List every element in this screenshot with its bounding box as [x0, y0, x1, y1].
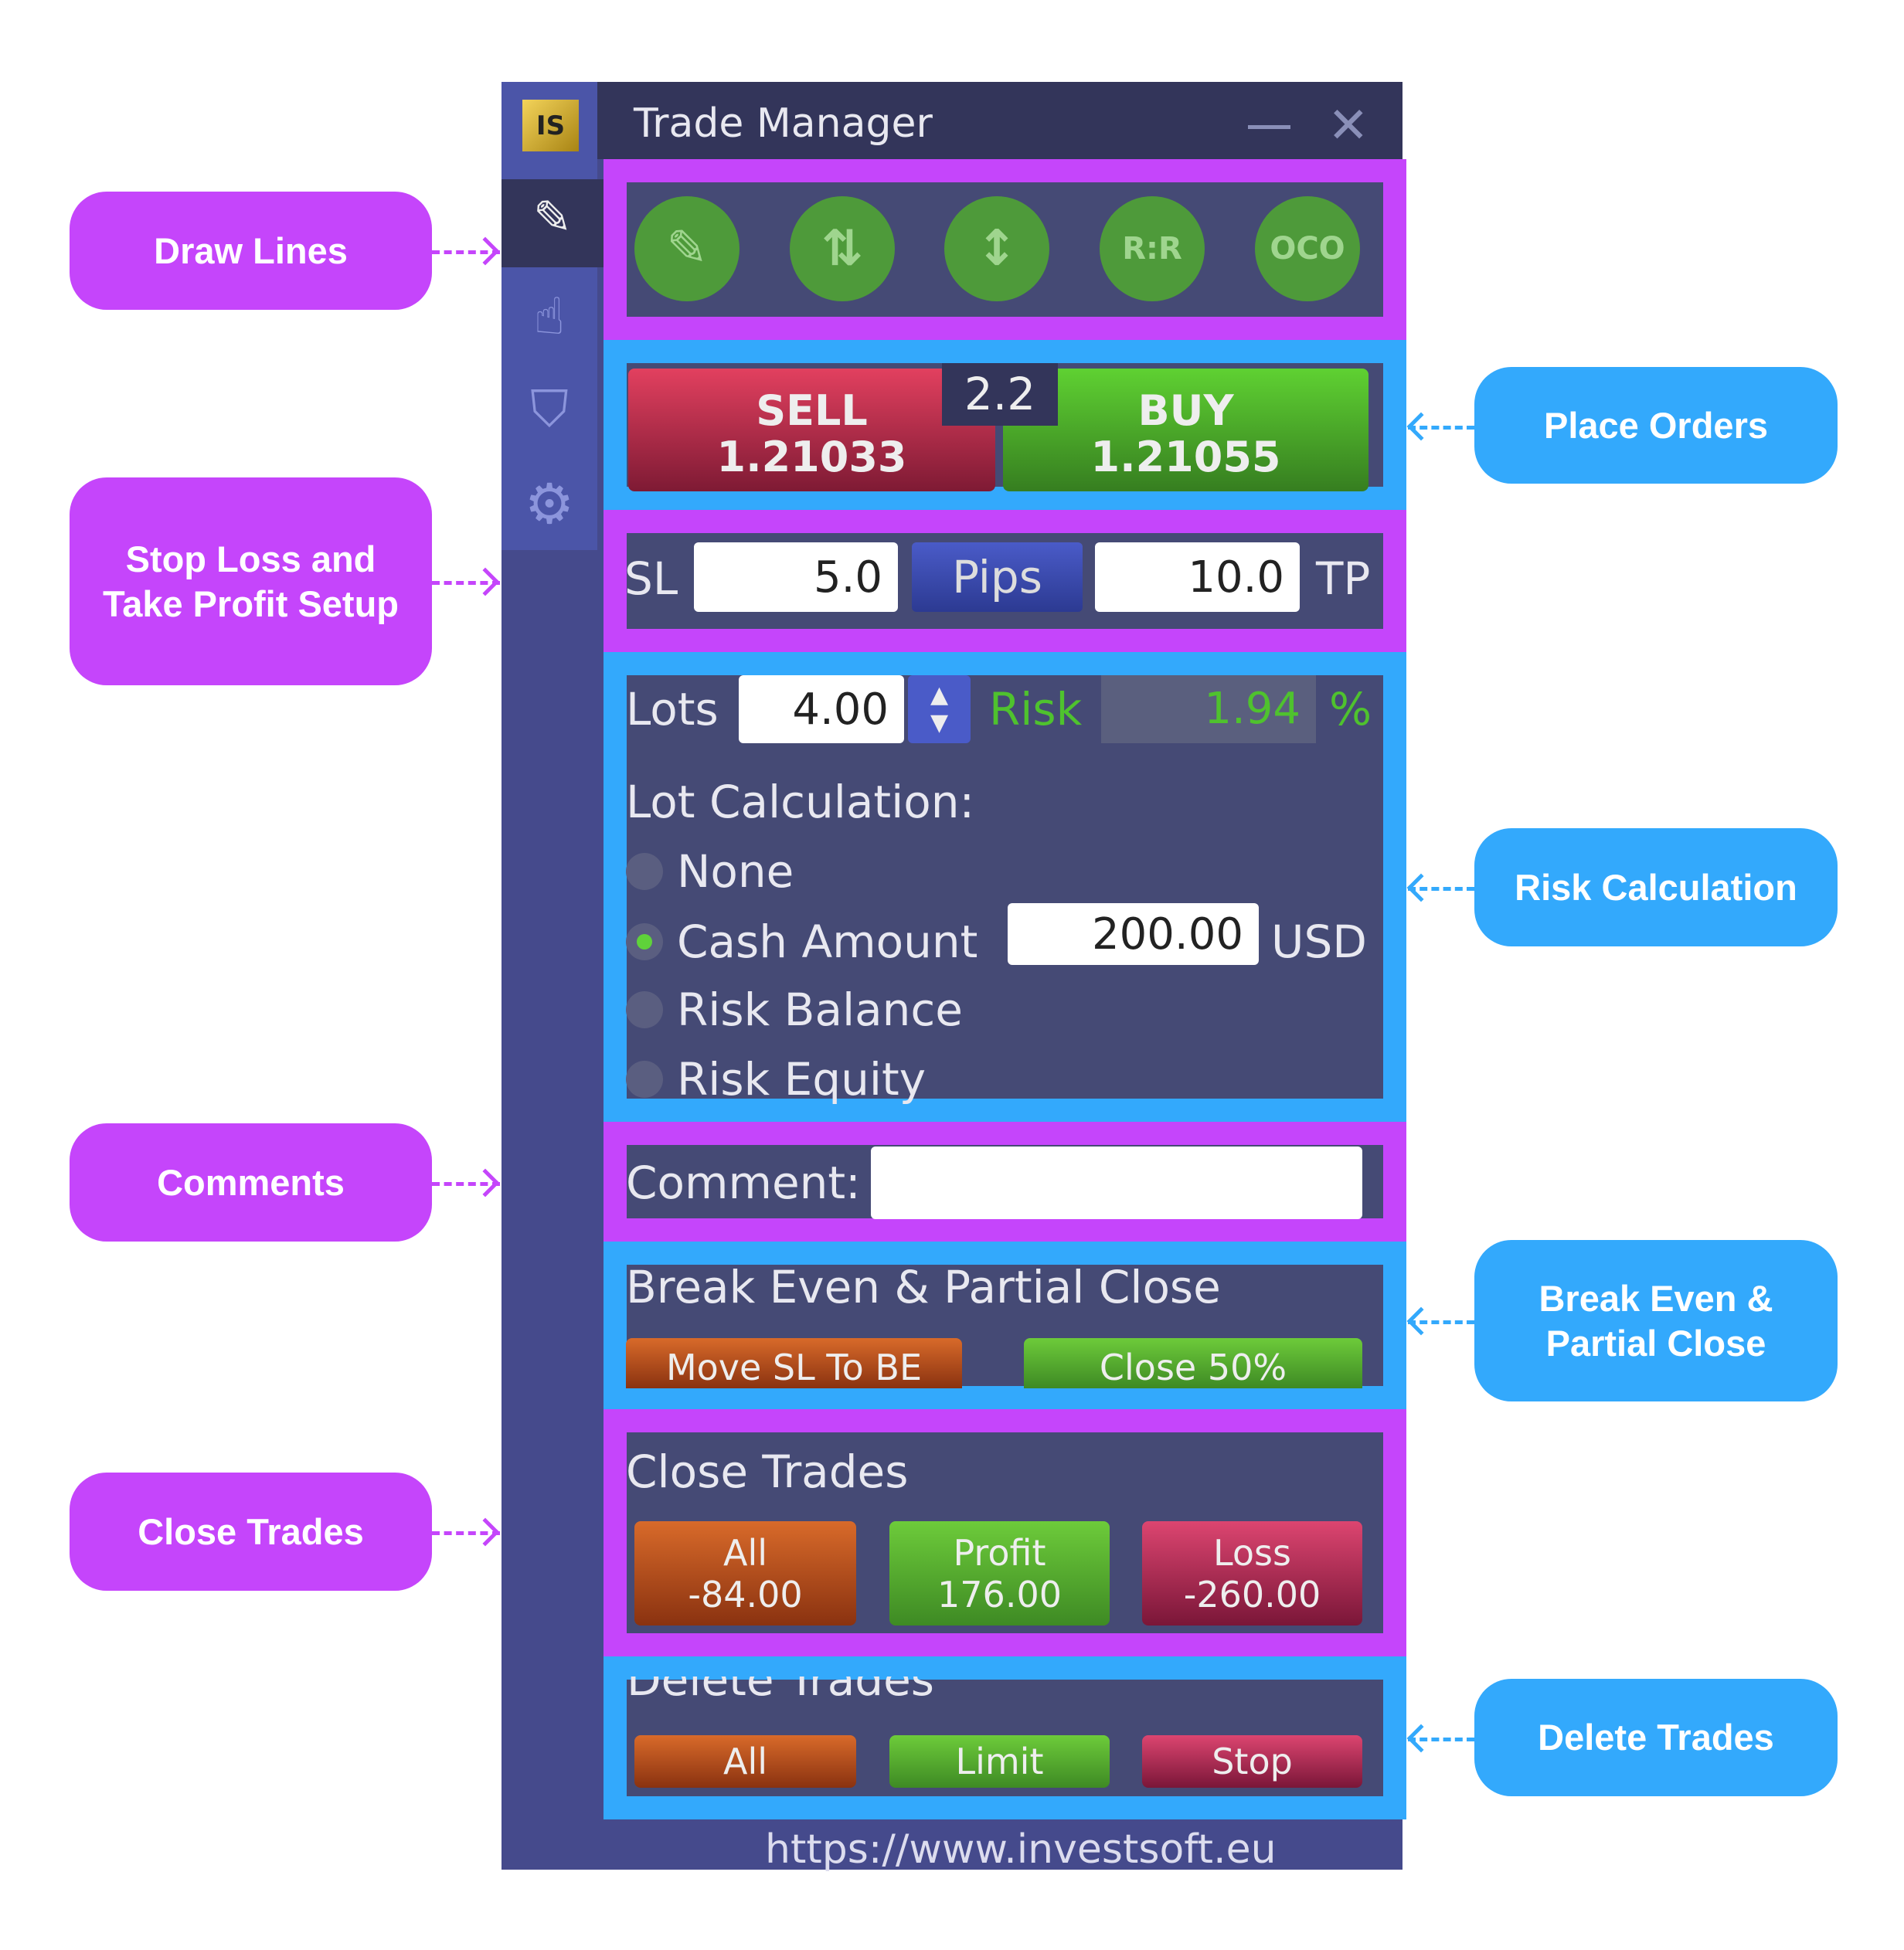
- break-even-title: Break Even & Partial Close: [626, 1261, 1221, 1313]
- delete-all-button[interactable]: All: [634, 1735, 856, 1788]
- arrow-head: [1406, 1724, 1436, 1753]
- option-cash-amount-label: Cash Amount: [677, 916, 978, 968]
- sell-label: SELL: [756, 386, 868, 435]
- pips-button[interactable]: Pips: [912, 542, 1083, 612]
- cash-currency: USD: [1271, 916, 1367, 968]
- footer-url[interactable]: https://www.investsoft.eu: [765, 1826, 1277, 1873]
- close-loss-value: -260.00: [1183, 1573, 1321, 1615]
- delete-trades-title: Delete Trades: [627, 1677, 935, 1706]
- close-loss-label: Loss: [1213, 1531, 1291, 1574]
- close-profit-label: Profit: [953, 1531, 1046, 1574]
- close-all-button[interactable]: All -84.00: [634, 1521, 856, 1626]
- vertical-range-icon[interactable]: ↕: [944, 196, 1049, 301]
- buy-label: BUY: [1137, 386, 1234, 435]
- arrow: [1408, 887, 1474, 891]
- close-profit-button[interactable]: Profit 176.00: [889, 1521, 1110, 1626]
- arrow-head: [1406, 873, 1436, 902]
- annotation-break-even: Break Even & Partial Close: [1474, 1240, 1838, 1401]
- close-50-button[interactable]: Close 50%: [1024, 1338, 1362, 1388]
- arrow-head: [1406, 1306, 1436, 1336]
- option-risk-equity-label: Risk Equity: [677, 1053, 926, 1106]
- sell-price: 1.21033: [716, 432, 907, 481]
- radio-cash-amount[interactable]: [626, 923, 663, 960]
- tp-label: TP: [1316, 552, 1371, 605]
- arrow: [432, 1182, 500, 1186]
- arrow: [1408, 1738, 1474, 1741]
- tp-input[interactable]: 10.0: [1095, 542, 1300, 612]
- annotation-comments: Comments: [70, 1123, 432, 1242]
- annotation-delete-trades: Delete Trades: [1474, 1679, 1838, 1796]
- option-none-label: None: [677, 845, 794, 898]
- annotation-close-trades: Close Trades: [70, 1473, 432, 1591]
- close-all-value: -84.00: [688, 1573, 803, 1615]
- spread-value: 2.2: [942, 363, 1058, 426]
- lot-calculation-label: Lot Calculation:: [626, 776, 975, 828]
- app-logo: IS: [522, 100, 579, 151]
- risk-label: Risk: [989, 683, 1083, 735]
- arrow-head: [471, 1517, 500, 1547]
- delete-stop-button[interactable]: Stop: [1142, 1735, 1362, 1788]
- sl-input[interactable]: 5.0: [694, 542, 898, 612]
- delete-limit-button[interactable]: Limit: [889, 1735, 1110, 1788]
- annotation-sltp: Stop Loss and Take Profit Setup: [70, 477, 432, 685]
- trend-arrows-icon[interactable]: ⇅: [790, 196, 895, 301]
- buy-price: 1.21055: [1090, 432, 1281, 481]
- hand-pointer-icon[interactable]: ☝: [533, 287, 566, 346]
- lots-stepper[interactable]: ▲▼: [908, 675, 971, 743]
- annotation-place-orders: Place Orders: [1474, 367, 1838, 484]
- lots-input[interactable]: 4.00: [739, 675, 904, 743]
- pencil-icon[interactable]: ✎: [634, 196, 740, 301]
- arrow: [432, 1531, 500, 1535]
- sidebar: [502, 82, 597, 550]
- arrow-head: [471, 1168, 500, 1198]
- comment-input[interactable]: [871, 1147, 1362, 1219]
- minimize-icon[interactable]: [1248, 125, 1290, 129]
- sl-label: SL: [624, 552, 678, 605]
- arrow: [432, 250, 500, 254]
- arrow: [1408, 426, 1474, 430]
- arrow: [432, 581, 500, 585]
- move-sl-to-be-button[interactable]: Move SL To BE: [626, 1338, 962, 1388]
- comment-label: Comment:: [626, 1157, 861, 1209]
- radio-risk-equity[interactable]: [626, 1061, 663, 1098]
- arrow-head: [471, 236, 500, 266]
- lots-label: Lots: [626, 683, 719, 735]
- risk-unit: %: [1329, 683, 1372, 735]
- annotation-risk-calculation: Risk Calculation: [1474, 828, 1838, 946]
- close-loss-button[interactable]: Loss -260.00: [1142, 1521, 1362, 1626]
- gear-icon[interactable]: ⚙: [524, 471, 575, 536]
- shield-icon[interactable]: ⛉: [530, 379, 569, 439]
- delete-trades-title-clip: Delete Trades: [627, 1677, 1383, 1723]
- close-all-label: All: [722, 1531, 768, 1574]
- arrow-head: [471, 567, 500, 596]
- buy-button[interactable]: BUY 1.21055: [1003, 369, 1368, 491]
- risk-value-field: 1.94: [1101, 675, 1316, 743]
- option-risk-balance-label: Risk Balance: [677, 983, 963, 1036]
- radio-none[interactable]: [626, 853, 663, 890]
- annotation-draw-lines: Draw Lines: [70, 192, 432, 310]
- sidebar-item-draw-lines[interactable]: ✎: [502, 179, 604, 267]
- close-icon[interactable]: ✕: [1328, 97, 1369, 155]
- close-trades-title: Close Trades: [626, 1446, 909, 1498]
- sell-button[interactable]: SELL 1.21033: [628, 369, 995, 491]
- arrow: [1408, 1320, 1474, 1324]
- oco-button[interactable]: OCO: [1255, 196, 1360, 301]
- arrow-head: [1406, 412, 1436, 441]
- title-bar: [597, 82, 1402, 159]
- radio-risk-balance[interactable]: [626, 991, 663, 1028]
- risk-reward-button[interactable]: R:R: [1100, 196, 1205, 301]
- close-profit-value: 176.00: [937, 1573, 1062, 1615]
- risk-calculation-section: [604, 652, 1406, 1122]
- window-title: Trade Manager: [634, 100, 933, 147]
- cash-amount-input[interactable]: 200.00: [1008, 903, 1259, 965]
